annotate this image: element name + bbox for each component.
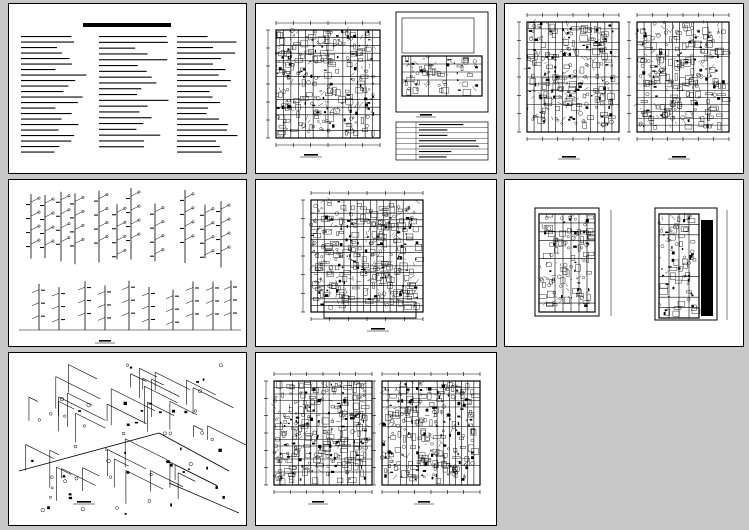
- sheet-isometric-system[interactable]: [8, 352, 247, 526]
- roof-drawing: [534, 207, 728, 321]
- upper-floor-drawing: [517, 13, 731, 160]
- riser-drawing: [19, 188, 241, 344]
- basement-drawing: [264, 372, 481, 505]
- sheet-basement-plans[interactable]: [255, 352, 497, 526]
- typical-floor-drawing: [301, 191, 424, 332]
- sheet-upper-floor-plans[interactable]: [504, 3, 744, 174]
- sheet-riser-diagrams[interactable]: [8, 179, 247, 347]
- isometric-drawing: [18, 363, 246, 515]
- notes-text-lines: [21, 23, 238, 153]
- ground-floor-drawing: [266, 11, 489, 161]
- sheet-design-notes[interactable]: [8, 3, 247, 174]
- sheet-typical-floor-plan[interactable]: [255, 179, 497, 347]
- sheet-roof-plans[interactable]: [504, 179, 744, 347]
- sheet-ground-floor-plan[interactable]: [255, 3, 497, 174]
